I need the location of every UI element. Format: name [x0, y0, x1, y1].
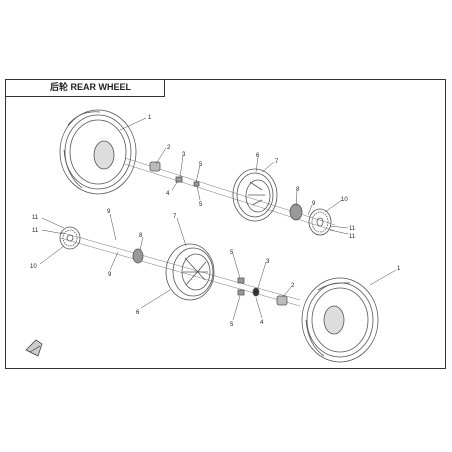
direction-arrow-icon: [25, 339, 43, 357]
callout-label: 7: [275, 159, 279, 165]
callout-label: 10: [30, 264, 37, 270]
callout-label: 6: [136, 310, 140, 316]
callout-label: 3: [266, 259, 270, 265]
callout-label: 4: [166, 191, 170, 197]
callout-label: 5: [199, 162, 203, 168]
callout-label: 6: [256, 153, 260, 159]
callout-label: 9: [312, 201, 316, 207]
brake-disc-left: [59, 226, 144, 264]
callout-labels: 1 2 3 4 5 5 6 7 8 9 10 11 11 11 11 10 9 …: [30, 115, 401, 328]
hub-nut-top: [149, 161, 200, 187]
callout-label: 4: [260, 320, 264, 326]
hub-nut-bottom: [237, 277, 288, 306]
tire-bottom-right: [301, 277, 379, 363]
callout-label: 3: [182, 152, 186, 158]
diagram-frame: [5, 79, 446, 369]
callout-label: 2: [291, 283, 295, 289]
title-box: [5, 79, 165, 97]
callout-label: 10: [341, 197, 348, 203]
callout-label: 2: [167, 145, 171, 151]
callout-label: 11: [32, 228, 39, 234]
rim-top-right: [232, 168, 278, 222]
callout-label: 5: [199, 202, 203, 208]
callout-label: 11: [32, 215, 39, 221]
callout-label: 8: [296, 187, 300, 193]
leader-lines: [39, 117, 397, 321]
rim-bottom-left: [165, 243, 215, 301]
callout-label: 8: [139, 233, 143, 239]
callout-label: 9: [107, 209, 111, 215]
callout-label: 7: [173, 214, 177, 220]
callout-label: 5: [230, 250, 234, 256]
callout-label: 1: [397, 266, 401, 272]
diagram-title: 后轮 REAR WHEEL: [50, 82, 132, 92]
callout-label: 9: [108, 272, 112, 278]
callout-label: 11: [349, 226, 356, 232]
tire-top-left: [59, 109, 137, 195]
callout-label: 5: [230, 322, 234, 328]
callout-label: 11: [349, 234, 356, 240]
callout-label: 1: [148, 115, 152, 121]
hub-top-right: [289, 203, 332, 236]
